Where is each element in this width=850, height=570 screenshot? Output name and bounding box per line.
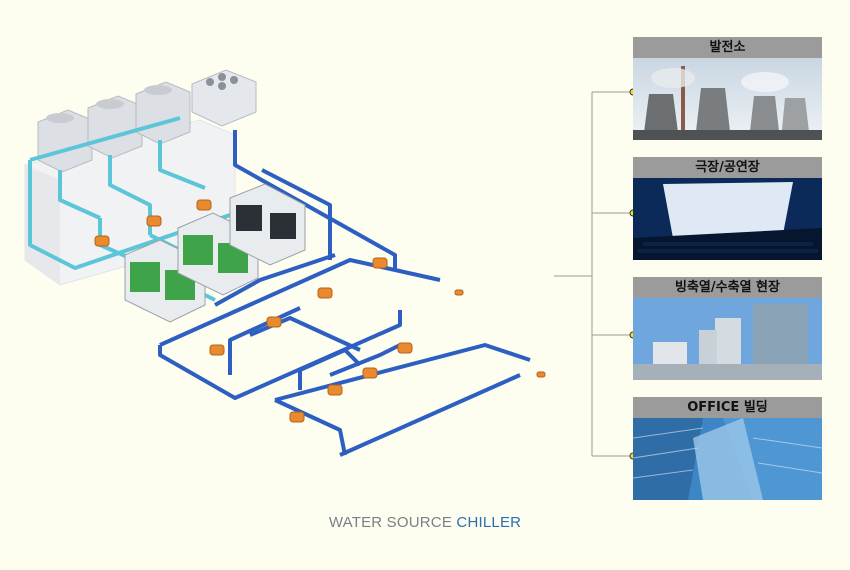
cooling-tower-1 [37,109,93,173]
application-label: OFFICE 빌딩 [633,397,822,418]
caption-prefix: WATER SOURCE [328,514,457,531]
pumps [94,199,546,423]
caption-highlight: CHILLER [456,514,522,531]
office-building-image [633,418,822,500]
bracket-connector [554,88,637,460]
cooling-tower-3 [135,81,191,145]
air-cooled-unit [191,69,257,127]
diagram-caption: WATER SOURCE CHILLER [0,514,850,531]
power-plant-image [633,58,822,140]
system-diagram [24,69,546,457]
storage-tanks-image [633,298,822,380]
theater-image [633,178,822,260]
application-label: 발전소 [633,37,822,58]
cooling-tower-2 [87,95,143,159]
application-card-theater: 극장/공연장 [633,157,822,260]
application-label: 빙축열/수축열 현장 [633,277,822,298]
application-label: 극장/공연장 [633,157,822,178]
application-card-office: OFFICE 빌딩 [633,397,822,500]
application-card-power-plant: 발전소 [633,37,822,140]
application-card-ice-storage: 빙축열/수축열 현장 [633,277,822,380]
water-chiller-3 [229,183,306,266]
